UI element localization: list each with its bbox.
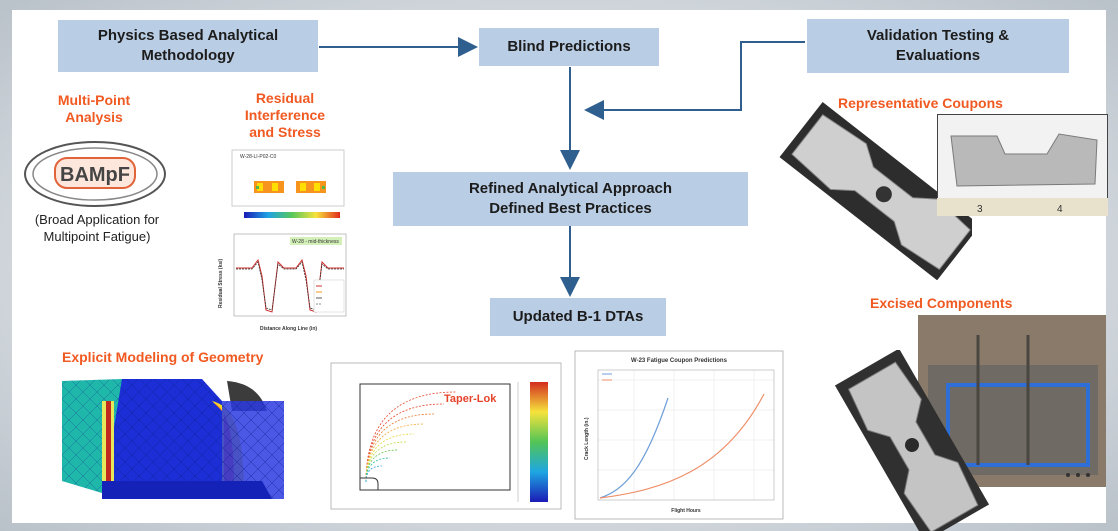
physics-line-2: Methodology — [141, 47, 235, 64]
updated-dtas-box: Updated B-1 DTAs — [490, 298, 666, 336]
svg-text:4: 4 — [1057, 204, 1063, 215]
multipoint-label: Multi-Point Analysis — [34, 92, 154, 126]
blind-predictions-label: Blind Predictions — [507, 37, 631, 55]
fatigue-chart-ylabel: Crack Length (in.) — [584, 417, 590, 460]
fatigue-predictions-chart: W-23 Fatigue Coupon Predictions Crack Le… — [574, 350, 784, 520]
residual-plot-ylabel: Residual Stress (ksi) — [218, 258, 224, 308]
excised-text: Excised Components — [870, 295, 1013, 311]
refined-approach-box: Refined Analytical Approach Defined Best… — [393, 172, 748, 226]
residual-contour-title: W-28-LI-P02-C0 — [240, 154, 277, 160]
validation-line-1: Validation Testing & — [866, 26, 1010, 44]
explicit-text: Explicit Modeling of Geometry — [62, 349, 264, 365]
residual-line-2: Interference — [244, 106, 326, 123]
taperlok-contour-plot: Taper-Lok — [330, 362, 562, 510]
excised-coupon-photo — [834, 350, 990, 531]
flow-arrows — [319, 37, 805, 297]
bampf-logo-text: BAMpF — [60, 164, 130, 186]
refined-line-1: Refined Analytical Approach — [468, 179, 673, 197]
coupon-photo-2: 3 4 — [937, 114, 1108, 216]
residual-stress-plot: W-28 - mid-thickness Residual Stress (ks… — [218, 233, 347, 332]
fatigue-chart-title: W-23 Fatigue Coupon Predictions — [631, 358, 728, 364]
residual-line-3: and Stress — [249, 123, 321, 140]
representative-coupons-label: Representative Coupons — [838, 95, 1038, 112]
taperlok-label: Taper-Lok — [444, 393, 497, 405]
explicit-modeling-label: Explicit Modeling of Geometry — [62, 349, 302, 366]
fem-mesh-image — [62, 371, 284, 499]
excised-components-label: Excised Components — [870, 295, 1050, 312]
bampf-caption-line-1: (Broad Application for — [34, 212, 160, 227]
multipoint-line-1: Multi-Point — [57, 92, 131, 108]
residual-contour-thumbnail: W-28-LI-P02-C0 — [231, 149, 345, 218]
bampf-logo: BAMpF — [24, 141, 166, 207]
physics-methodology-box: Physics Based Analytical Methodology — [58, 20, 318, 72]
bampf-caption: (Broad Application for Multipoint Fatigu… — [12, 212, 182, 246]
coupon-photo-1 — [779, 102, 972, 280]
representative-text: Representative Coupons — [838, 95, 1003, 111]
residual-line-1: Residual — [255, 90, 315, 106]
validation-line-2: Evaluations — [895, 47, 981, 64]
updated-dtas-label: Updated B-1 DTAs — [512, 307, 644, 325]
arrow-validation-to-main — [584, 41, 805, 120]
svg-text:3: 3 — [977, 204, 983, 215]
bampf-caption-line-2: Multipoint Fatigue) — [43, 228, 151, 244]
residual-plot-xlabel: Distance Along Line (in) — [260, 326, 317, 332]
blind-predictions-box: Blind Predictions — [479, 28, 659, 66]
multipoint-line-2: Analysis — [65, 108, 123, 125]
validation-testing-box: Validation Testing & Evaluations — [807, 19, 1069, 73]
fatigue-chart-xlabel: Flight Hours — [671, 508, 701, 514]
residual-label: Residual Interference and Stress — [230, 90, 340, 140]
refined-line-2: Defined Best Practices — [489, 200, 652, 217]
diagram-canvas: Physics Based Analytical Methodology Bli… — [12, 10, 1108, 531]
physics-line-1: Physics Based Analytical — [97, 26, 279, 44]
residual-plot-tag: W-28 - mid-thickness — [292, 239, 339, 245]
